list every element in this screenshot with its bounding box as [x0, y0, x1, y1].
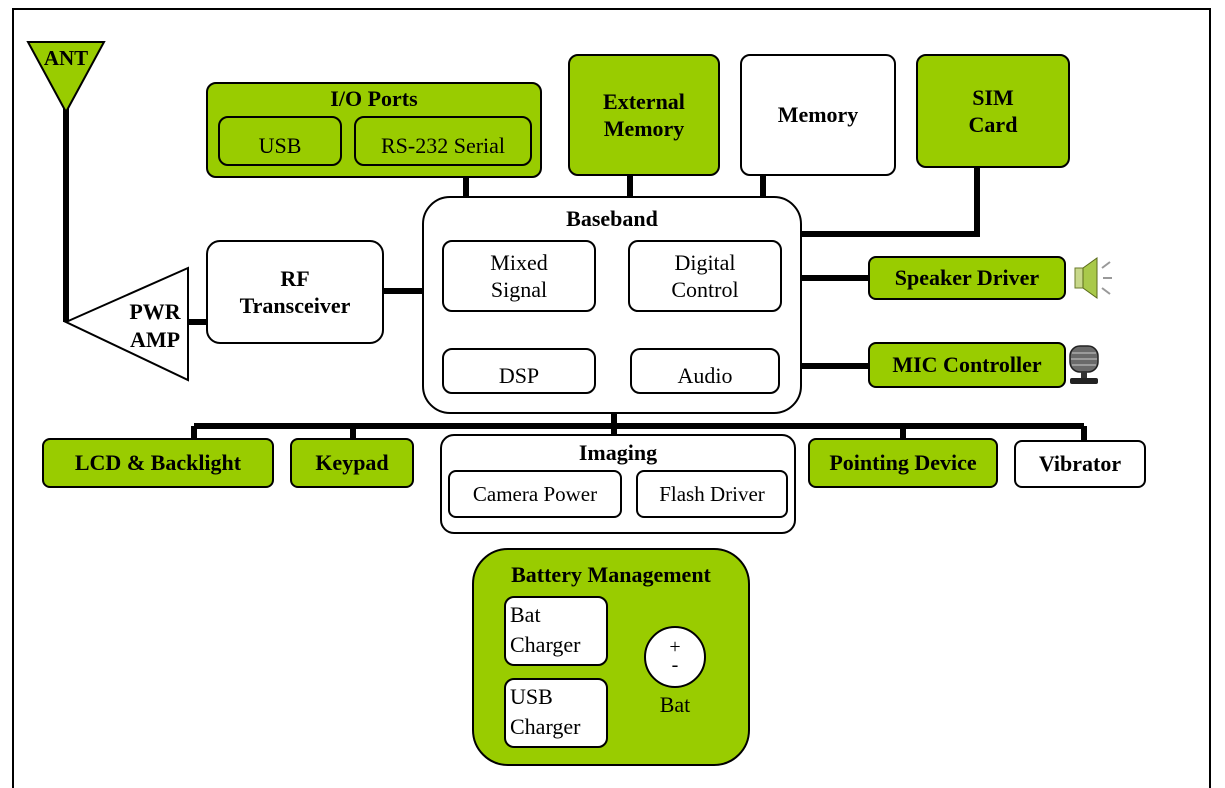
external-memory-line2: Memory [603, 116, 685, 141]
diagram-frame [12, 8, 1211, 788]
external-memory-block: External Memory [568, 54, 720, 176]
usb-charger-line2: Charger [510, 714, 581, 739]
camera-power-block: Camera Power [448, 470, 622, 518]
io-ports-title: I/O Ports [330, 86, 418, 111]
usb-charger-line1: USB [510, 684, 553, 709]
microphone-icon [1069, 345, 1099, 384]
mic-controller-block: MIC Controller [868, 342, 1066, 388]
speaker-driver-block: Speaker Driver [868, 256, 1066, 300]
rf-transceiver-block: RF Transceiver [206, 240, 384, 344]
rf-transceiver-line1: RF [280, 265, 310, 291]
speaker-icon [1074, 257, 1112, 299]
digital-control-line1: Digital [674, 249, 736, 275]
battery-plus-sign: + [669, 636, 681, 658]
keypad-block: Keypad [290, 438, 414, 488]
battery-management-title: Battery Management [511, 562, 711, 587]
power-amp-line1: PWR [129, 299, 181, 324]
power-amp-line2: AMP [129, 327, 181, 352]
baseband-title: Baseband [566, 206, 658, 231]
rf-transceiver-line2: Transceiver [239, 293, 351, 318]
usb-port: USB [218, 116, 342, 166]
dsp-block: DSP [442, 348, 596, 394]
bat-charger-line1: Bat [510, 602, 541, 627]
mixed-signal-line1: Mixed [490, 249, 548, 275]
battery-icon: + - [644, 626, 706, 688]
usb-charger-block: USB Charger [504, 678, 608, 748]
mixed-signal-line2: Signal [490, 277, 548, 302]
pointing-device-block: Pointing Device [808, 438, 998, 488]
antenna-icon [26, 41, 106, 115]
digital-control-block: Digital Control [628, 240, 782, 312]
lcd-backlight-block: LCD & Backlight [42, 438, 274, 488]
bat-charger-block: Bat Charger [504, 596, 608, 666]
imaging-title: Imaging [578, 440, 658, 465]
imaging-block: Imaging Camera Power Flash Driver [440, 434, 796, 534]
sim-card-block: SIM Card [916, 54, 1070, 168]
io-ports-block: I/O Ports USB RS-232 Serial [206, 82, 542, 178]
power-amp-triangle [63, 266, 189, 382]
battery-management-block: Battery Management Bat Charger USB Charg… [472, 548, 750, 766]
battery-label: Bat [659, 692, 691, 717]
audio-block: Audio [630, 348, 780, 394]
battery-minus-sign: - [671, 654, 679, 676]
sim-card-line1: SIM [972, 84, 1014, 110]
flash-driver-block: Flash Driver [636, 470, 788, 518]
vibrator-block: Vibrator [1014, 440, 1146, 488]
sim-baseband-wire [802, 166, 980, 237]
antenna-label: ANT [43, 46, 89, 70]
memory-block: Memory [740, 54, 896, 176]
mixed-signal-block: Mixed Signal [442, 240, 596, 312]
bat-charger-line2: Charger [510, 632, 581, 657]
sim-card-line2: Card [968, 112, 1018, 137]
rs232-serial-port: RS-232 Serial [354, 116, 532, 166]
digital-control-line2: Control [671, 277, 739, 302]
power-amp-label: PWR AMP [120, 298, 190, 354]
baseband-block: Baseband Mixed Signal Digital Control DS… [422, 196, 802, 414]
external-memory-line1: External [603, 88, 685, 114]
